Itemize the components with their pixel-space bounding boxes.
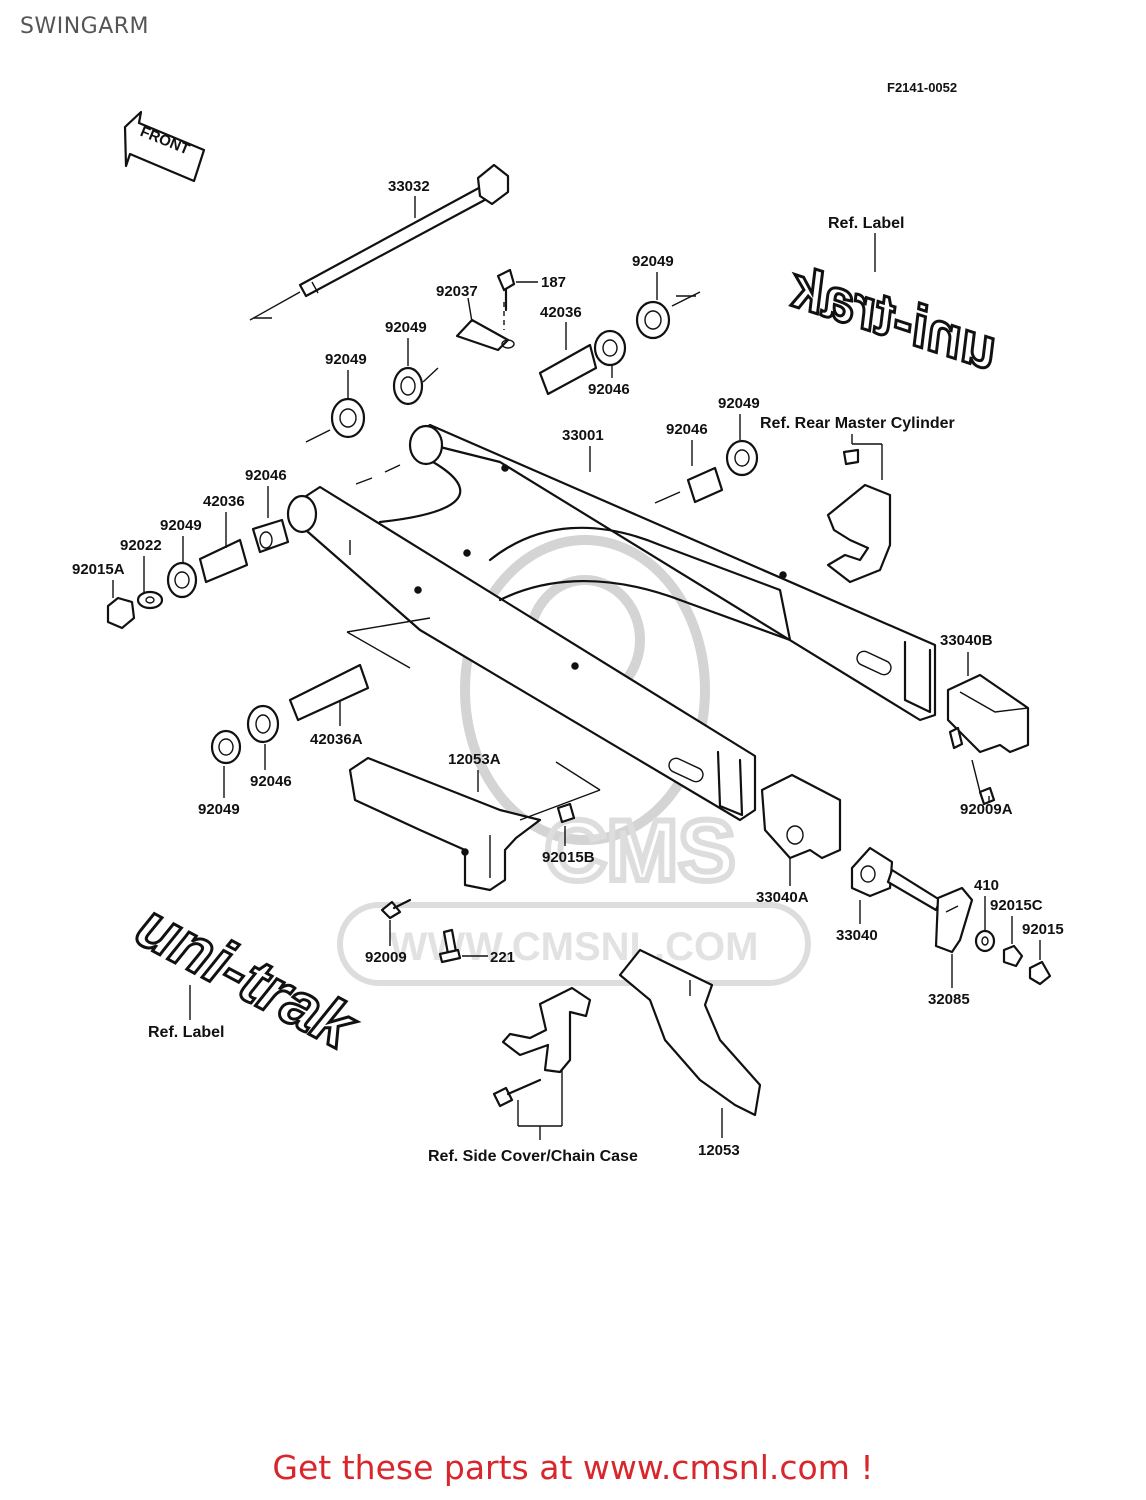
part-92046-top: 92046 <box>588 381 630 398</box>
chain-adjuster-33040A <box>760 773 842 860</box>
part-92022: 92022 <box>120 537 162 554</box>
ref-label-bottom: Ref. Label <box>148 1024 224 1041</box>
right-bearing-set <box>654 439 759 504</box>
part-92009A: 92009A <box>960 801 1013 818</box>
part-42036A: 42036A <box>310 731 363 748</box>
part-92015: 92015 <box>1022 921 1064 938</box>
chain-adjuster-33040B <box>946 673 1030 806</box>
part-187: 187 <box>541 274 566 291</box>
adjuster-bolt-33040 <box>850 846 942 912</box>
part-32085: 32085 <box>928 991 970 1008</box>
part-92046-right: 92046 <box>666 421 708 438</box>
part-92015C: 92015C <box>990 897 1043 914</box>
part-92046-left: 92046 <box>245 467 287 484</box>
front-arrow-icon: FRONT <box>123 110 206 183</box>
part-92009: 92009 <box>365 949 407 966</box>
part-92049-right: 92049 <box>718 395 760 412</box>
part-92049-top: 92049 <box>632 253 674 270</box>
chain-guide <box>348 756 601 892</box>
chain-case <box>618 948 762 1117</box>
part-92037: 92037 <box>436 283 478 300</box>
part-92049-low: 92049 <box>198 801 240 818</box>
page-title: SWINGARM <box>20 14 150 39</box>
part-33032: 33032 <box>388 178 430 195</box>
part-92015A: 92015A <box>72 561 125 578</box>
part-33040B: 33040B <box>940 632 993 649</box>
ref-label-top: Ref. Label <box>828 215 904 232</box>
part-42036-left: 42036 <box>203 493 245 510</box>
clip-and-bolt <box>455 268 516 352</box>
swingarm-parts-diagram: CMS WWW.CMSNL.COM F2141-0052 FRONT uni-t… <box>72 80 1064 1165</box>
pivot-shaft <box>249 163 510 321</box>
part-12053A: 12053A <box>448 751 501 768</box>
part-12053: 12053 <box>698 1142 740 1159</box>
part-92049-left: 92049 <box>325 351 367 368</box>
part-92049-mid: 92049 <box>385 319 427 336</box>
svg-text:uni-trak: uni-trak <box>781 254 1006 382</box>
ref-rear-master-cylinder: Ref. Rear Master Cylinder <box>760 415 955 432</box>
adjuster-plate-and-nuts <box>934 886 1052 986</box>
ref-side-cover-chain-case: Ref. Side Cover/Chain Case <box>428 1148 638 1165</box>
swingarm-body <box>286 423 937 822</box>
footer-banner[interactable]: Get these parts at www.cmsnl.com ! <box>272 1448 874 1487</box>
part-92046-low: 92046 <box>250 773 292 790</box>
uni-trak-decal-top: uni-trak <box>780 252 1008 383</box>
lower-collar-set <box>210 617 431 765</box>
diagram-code: F2141-0052 <box>887 80 957 95</box>
part-92015B: 92015B <box>542 849 595 866</box>
part-33040A: 33040A <box>756 889 809 906</box>
top-bearing-set <box>305 291 701 443</box>
part-410: 410 <box>974 877 999 894</box>
left-pivot-hardware <box>106 518 290 630</box>
part-33040: 33040 <box>836 927 878 944</box>
part-92049-l2: 92049 <box>160 517 202 534</box>
side-cover-bracket <box>492 986 592 1140</box>
master-cylinder-bracket <box>826 448 892 584</box>
part-221: 221 <box>490 949 515 966</box>
part-42036-top: 42036 <box>540 304 582 321</box>
mounting-bolts <box>380 898 462 964</box>
part-33001: 33001 <box>562 427 604 444</box>
